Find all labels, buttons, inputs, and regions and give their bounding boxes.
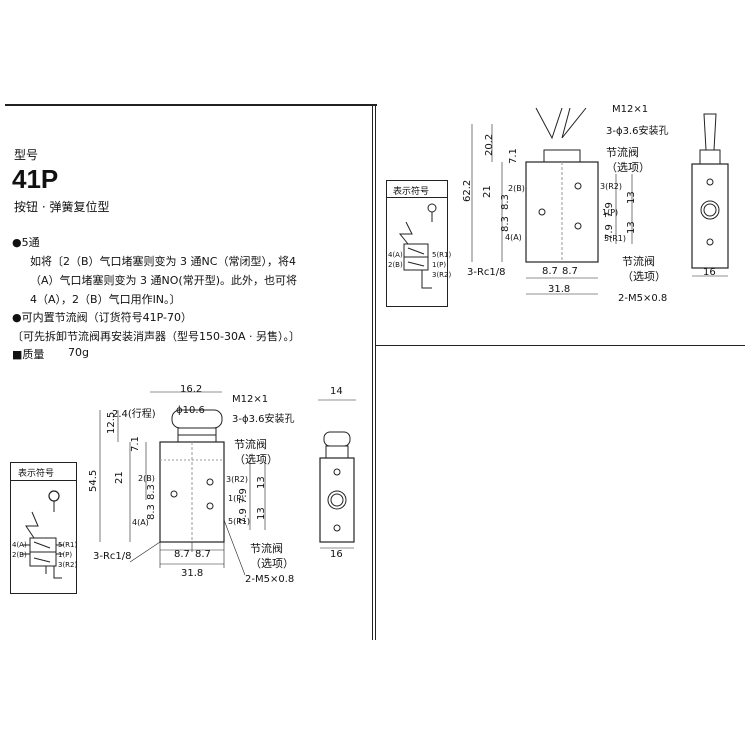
dim-16-2: 16.2 <box>180 384 203 395</box>
dim-8-7: 8.7 <box>174 549 190 560</box>
dim-31-8: 31.8 <box>181 568 204 579</box>
symbol-box <box>10 462 77 594</box>
mass-value: 70g <box>68 346 89 359</box>
dim-8-7: 8.7 <box>542 266 558 277</box>
dim-phi-10-6: ϕ10.6 <box>176 405 205 416</box>
dim-7-9: 7.9 <box>604 202 615 218</box>
rc-port-label: 3-Rc1/8 <box>467 267 506 278</box>
mount-hole-label: 3-ϕ3.6安装孔 <box>606 126 669 137</box>
dim-7-9: 7.9 <box>238 508 249 524</box>
dim-21: 21 <box>114 471 125 484</box>
port-4a-label: 4(A) <box>132 518 149 527</box>
throttle-label: 节流阀 <box>250 542 283 555</box>
valve-body-drawing-top <box>471 107 633 295</box>
dim-7-9: 7.9 <box>238 488 249 504</box>
m5-port-label: 2-M5×0.8 <box>618 293 668 304</box>
model-title: 41P <box>12 164 59 194</box>
symbol-port-5r1: 5(R1) <box>432 251 452 259</box>
symbol-port-4a: 4(A) <box>388 251 403 259</box>
port-1p-label: 1(P) <box>602 208 619 217</box>
symbol-box-title: 表示符号 <box>393 187 430 197</box>
dim-31-8: 31.8 <box>548 284 571 295</box>
symbol-port-1p: 1(P) <box>58 551 73 559</box>
port-3r2-label: 3(R2) <box>226 475 248 484</box>
valve-symbol-diagram <box>22 490 64 579</box>
port-5r1-label: 5(R1) <box>228 517 250 526</box>
note-bullet-5port: ●5通 <box>12 236 40 249</box>
symbol-port-3r2: 3(R2) <box>432 271 452 279</box>
dim-12-5: 12.5 <box>106 411 117 434</box>
port-4a-label: 4(A) <box>505 233 522 242</box>
dim-13: 13 <box>626 221 637 234</box>
throttle-label: 节流阀 <box>234 438 267 451</box>
symbol-box-title-rule <box>10 480 76 481</box>
symbol-port-3r2: 3(R2) <box>58 561 78 569</box>
dim-21: 21 <box>482 185 493 198</box>
valve-symbol-diagram <box>398 203 437 289</box>
port-2b-label: 2(B) <box>138 474 155 483</box>
dim-8-7: 8.7 <box>195 549 211 560</box>
note-line: 如将〔2（B）气口堵塞则变为 3 通NC（常闭型），将4 <box>30 255 296 268</box>
note-line: （A）气口堵塞则变为 3 通NO(常开型)。此外，也可将 <box>30 274 297 287</box>
dim-m12: M12×1 <box>232 394 269 405</box>
side-width-16: 16 <box>703 267 716 278</box>
dim-13: 13 <box>256 476 267 489</box>
dim-13: 13 <box>256 507 267 520</box>
note-bullet-throttle: ●可内置节流阀（订货符号41P-70） <box>12 311 192 324</box>
throttle-label: 节流阀 <box>606 146 639 159</box>
throttle-option-label: （选项） <box>606 161 650 174</box>
dim-54-5: 54.5 <box>88 469 99 492</box>
dim-13: 13 <box>626 191 637 204</box>
symbol-port-1p: 1(P) <box>432 261 447 269</box>
rc-port-label: 3-Rc1/8 <box>93 551 132 562</box>
dim-m12: M12×1 <box>612 104 649 115</box>
throttle-option-label: （选项） <box>234 453 278 466</box>
port-5r1-label: 5(R1) <box>604 234 626 243</box>
port-3r2-label: 3(R2) <box>600 182 622 191</box>
symbol-port-2b: 2(B) <box>12 551 27 559</box>
side-width-14: 14 <box>330 386 343 397</box>
symbol-box-title: 表示符号 <box>18 469 55 479</box>
mass-label: ■质量 <box>12 348 45 361</box>
throttle-label: 节流阀 <box>622 255 655 268</box>
port-2b-label: 2(B) <box>508 184 525 193</box>
dim-62-2: 62.2 <box>462 179 473 202</box>
dim-7-1: 7.1 <box>508 148 519 164</box>
mount-hole-label: 3-ϕ3.6安装孔 <box>232 414 295 425</box>
dim-8-3: 8.3 <box>146 484 157 500</box>
dim-8-3: 8.3 <box>500 216 511 232</box>
symbol-box-top-title-rule <box>386 197 447 198</box>
dim-stroke: 2.4(行程) <box>112 409 156 420</box>
left-panel-top-rule <box>5 104 377 106</box>
throttle-option-label: （选项） <box>622 270 666 283</box>
note-line: 4（A），2（B）气口用作IN。〕 <box>30 293 181 306</box>
left-panel-right-rule-inner <box>375 104 376 640</box>
side-width-16: 16 <box>330 549 343 560</box>
left-panel-right-rule <box>372 104 373 640</box>
dim-7-1: 7.1 <box>130 436 141 452</box>
dim-8-3: 8.3 <box>500 194 511 210</box>
dim-20-2: 20.2 <box>484 133 495 156</box>
valve-body-drawing <box>99 391 266 576</box>
valve-side-view-top <box>691 113 729 277</box>
symbol-port-2b: 2(B) <box>388 261 403 269</box>
symbol-box-top <box>386 180 448 307</box>
dim-8-7: 8.7 <box>562 266 578 277</box>
throttle-option-label: （选项） <box>250 557 294 570</box>
symbol-port-5r1: 5(R1) <box>58 541 78 549</box>
right-panel-bottom-rule <box>376 345 745 346</box>
valve-side-view <box>318 399 356 549</box>
type-label: 型号 <box>14 148 39 162</box>
model-subtitle: 按钮 · 弹簧复位型 <box>14 200 110 214</box>
m5-port-label: 2-M5×0.8 <box>245 574 295 585</box>
port-1p-label: 1(P) <box>228 494 245 503</box>
note-line: 〔可先拆卸节流阀再安装消声器（型号150-30A · 另售）。〕 <box>12 330 300 343</box>
dim-7-9: 7.9 <box>604 224 615 240</box>
symbol-port-4a: 4(A) <box>12 541 27 549</box>
